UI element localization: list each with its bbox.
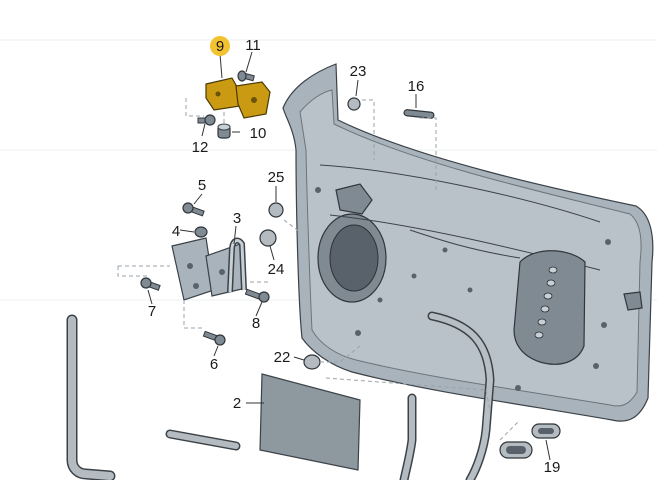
grommet-23: [347, 97, 361, 111]
callout-2: 2: [233, 395, 241, 412]
callout-6: 6: [210, 356, 218, 373]
callout-16: 16: [408, 78, 425, 95]
plug-24: [259, 229, 277, 247]
lower-hinge: [171, 237, 247, 301]
callout-leaders: [147, 51, 551, 461]
callout-8: 8: [252, 315, 260, 332]
bolt-6: [202, 330, 226, 346]
bolt-8: [244, 288, 270, 303]
callout-labels: 9 11 10 12 23 16 5 3 4 7 8 6 25 24 22 2 …: [148, 36, 561, 476]
callout-25: 25: [268, 169, 285, 186]
callout-23: 23: [350, 63, 367, 80]
upper-hinge: [205, 77, 271, 119]
callout-22: 22: [274, 349, 291, 366]
bolt-5: [182, 202, 205, 217]
callout-3: 3: [233, 210, 241, 227]
callout-9: 9: [216, 38, 224, 55]
callout-19: 19: [544, 459, 561, 476]
screw-11: [237, 70, 255, 82]
plug-19: [499, 423, 561, 459]
grommet-22: [303, 354, 321, 370]
callout-24: 24: [268, 261, 285, 278]
cap-10: [217, 123, 231, 139]
door-weatherstrip: [66, 314, 417, 480]
insulation-sheet: [259, 373, 361, 471]
strip-16: [403, 109, 435, 119]
callout-12: 12: [192, 139, 209, 156]
callout-9-highlight: [210, 36, 230, 56]
door-inner-panel: [282, 63, 654, 422]
callout-10: 10: [250, 125, 267, 142]
bolt-7: [140, 277, 161, 291]
bolt-12: [197, 114, 216, 126]
plug-4: [194, 226, 208, 238]
grommet-25: [268, 202, 284, 218]
callout-11: 11: [245, 37, 261, 54]
callout-5: 5: [198, 177, 206, 194]
callout-4: 4: [172, 223, 180, 240]
callout-7: 7: [148, 303, 156, 320]
